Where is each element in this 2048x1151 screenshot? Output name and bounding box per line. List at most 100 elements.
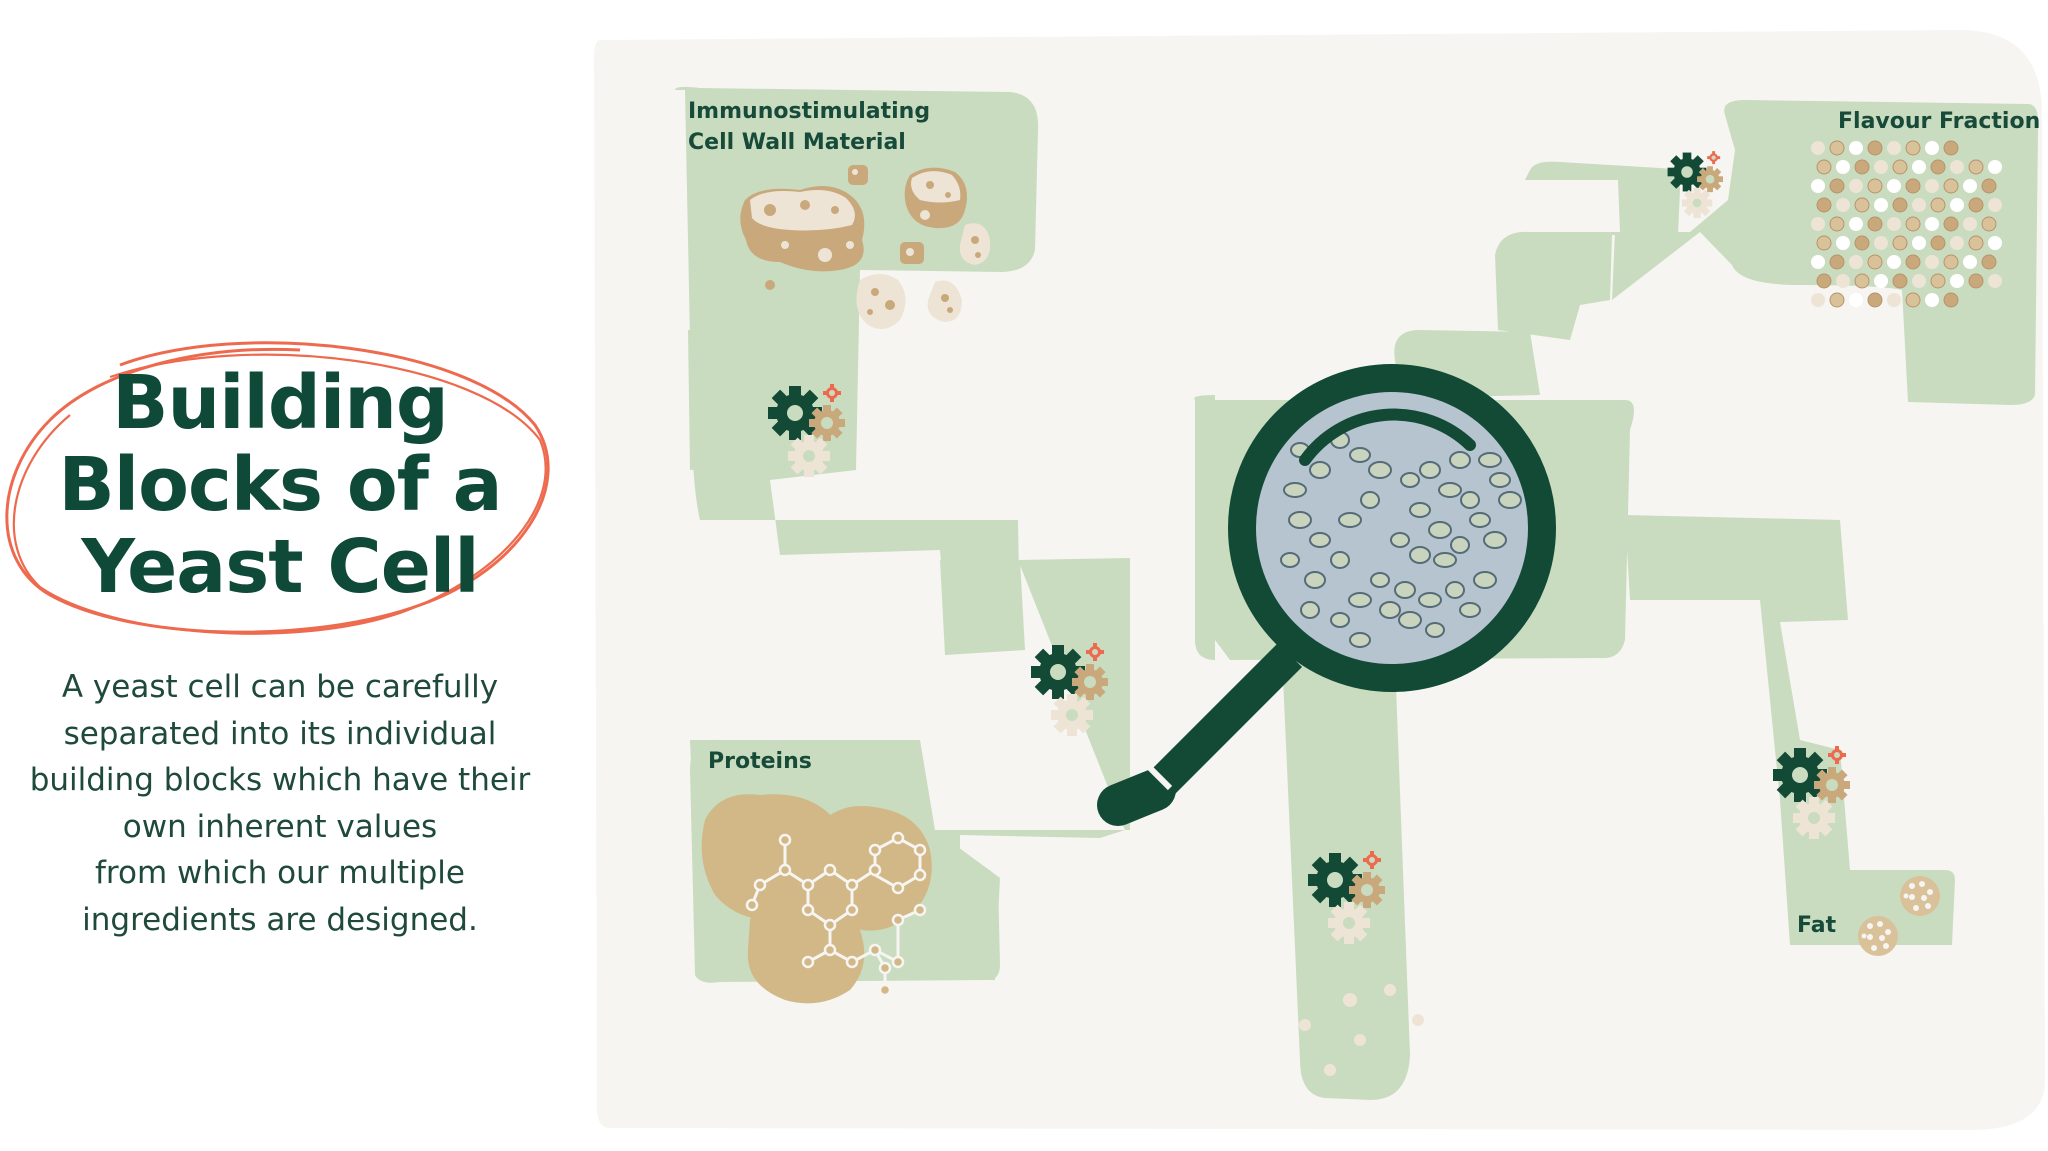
title-line-1: Building: [112, 360, 449, 446]
yeast-cell: [1483, 531, 1507, 549]
particle-dots: [1299, 984, 1424, 1076]
yeast-cell: [1370, 572, 1390, 588]
description-text: A yeast cell can be carefully separated …: [10, 664, 550, 943]
flavour-dot: [1925, 217, 1939, 231]
flavour-dot: [1887, 293, 1901, 307]
flavour-dot: [1887, 255, 1901, 269]
flavour-dot: [1836, 274, 1850, 288]
yeast-cell: [1450, 536, 1470, 554]
flavour-dot: [1892, 159, 1908, 175]
yeast-cell: [1304, 571, 1326, 589]
proteins-label: Proteins: [708, 749, 812, 774]
flavour-dot: [1968, 273, 1984, 289]
yeast-cell: [1473, 571, 1497, 589]
flavour-dot: [1849, 179, 1863, 193]
flavour-dot: [1867, 292, 1883, 308]
yeast-cell: [1459, 602, 1481, 618]
flavour-dot: [1849, 141, 1863, 155]
yeast-cell: [1428, 521, 1452, 539]
flavour-dot: [1968, 159, 1984, 175]
yeast-cell: [1390, 532, 1410, 548]
flavour-dot: [1988, 274, 2002, 288]
flavour-dot: [1829, 178, 1845, 194]
flavour-dot: [1816, 273, 1832, 289]
fat-globule-icon: [1858, 876, 1940, 956]
yeast-cell: [1280, 552, 1300, 568]
yeast-cell: [1400, 472, 1420, 488]
flavour-dot: [1950, 160, 1964, 174]
flavour-dot: [1829, 216, 1845, 232]
flavour-dot: [1930, 197, 1946, 213]
flavour-dot: [1854, 273, 1870, 289]
flavour-dot: [1816, 159, 1832, 175]
flavour-dot: [1905, 216, 1921, 232]
magnifying-glass-icon: [1097, 364, 1556, 826]
flavour-dot: [1943, 292, 1959, 308]
yeast-cell: [1394, 581, 1416, 599]
flavour-dot: [1874, 198, 1888, 212]
yeast-cell: [1489, 472, 1511, 488]
flavour-dot: [1905, 140, 1921, 156]
flavour-dot: [1829, 140, 1845, 156]
yeast-cell: [1309, 532, 1331, 548]
fat-label: Fat: [1797, 913, 1837, 938]
flavour-dot: [1912, 198, 1926, 212]
flavour-dot: [1811, 217, 1825, 231]
flavour-dot: [1912, 160, 1926, 174]
yeast-cell: [1469, 512, 1491, 528]
intro-panel: Building Blocks of a Yeast Cell A yeast …: [0, 0, 580, 1151]
flavour-dot: [1905, 178, 1921, 194]
description-line: separated into its individual: [63, 715, 497, 752]
flavour-dot: [1943, 178, 1959, 194]
flavour-dot: [1867, 254, 1883, 270]
flavour-dot: [1874, 236, 1888, 250]
description-line: ingredients are designed.: [82, 901, 478, 938]
yeast-cell: [1330, 551, 1350, 569]
flavour-dot: [1867, 178, 1883, 194]
description-line: from which our multiple: [95, 855, 465, 891]
flavour-dot: [1925, 141, 1939, 155]
yeast-cell: [1418, 592, 1442, 608]
flavour-dot: [1968, 197, 1984, 213]
flavour-dot: [1887, 217, 1901, 231]
yeast-cell: [1409, 502, 1431, 518]
flavour-dot: [1950, 198, 1964, 212]
page-title: Building Blocks of a Yeast Cell: [20, 362, 540, 608]
yeast-cell: [1379, 601, 1401, 619]
yeast-cell: [1288, 511, 1312, 529]
yeast-cell: [1433, 552, 1457, 568]
yeast-cells-icon: [1280, 431, 1522, 648]
flavour-dot: [1905, 292, 1921, 308]
flavour-dot: [1867, 216, 1883, 232]
flavour-dot: [1930, 235, 1946, 251]
yeast-cell: [1283, 482, 1307, 498]
flavour-dot: [1816, 197, 1832, 213]
yeast-cell: [1309, 461, 1331, 479]
flavour-dot: [1849, 255, 1863, 269]
yeast-cell: [1409, 546, 1431, 564]
yeast-cell: [1478, 452, 1502, 468]
flavour-dot: [1849, 293, 1863, 307]
flavour-dot: [1988, 236, 2002, 250]
flavour-dot: [1912, 236, 1926, 250]
flavour-dot: [1930, 159, 1946, 175]
flavour-dot: [1836, 198, 1850, 212]
yeast-cell: [1445, 581, 1465, 599]
yeast-cell: [1349, 447, 1371, 463]
cell-wall-label-line-2: Cell Wall Material: [688, 130, 906, 155]
yeast-cell: [1498, 491, 1522, 509]
description-line: own inherent values: [122, 808, 438, 845]
yeast-cell: [1368, 461, 1392, 479]
flavour-dot: [1925, 293, 1939, 307]
highlight-scribble-icon: [5, 341, 550, 635]
flavour-dot: [1811, 179, 1825, 193]
yeast-cell: [1425, 622, 1445, 638]
flavour-dot: [1836, 160, 1850, 174]
flavour-dot: [1925, 179, 1939, 193]
flavour-dot: [1811, 293, 1825, 307]
flavour-dot: [1816, 235, 1832, 251]
flavour-dot: [1912, 274, 1926, 288]
flavour-dot: [1950, 236, 1964, 250]
flavour-dot: [1981, 216, 1997, 232]
